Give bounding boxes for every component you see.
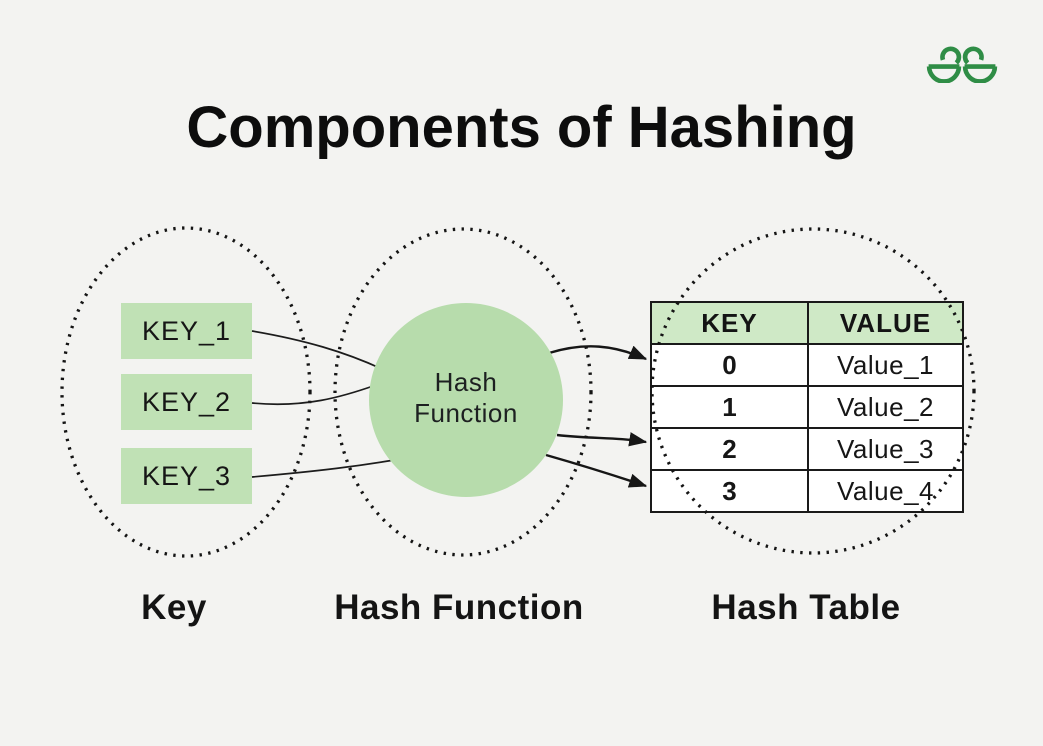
- table-cell-index-2: 2: [650, 427, 809, 471]
- table-cell-value-0: Value_1: [807, 343, 964, 387]
- table-cell-value-1: Value_2: [807, 385, 964, 429]
- logo-right-curl: [962, 46, 984, 65]
- table-row: 2 Value_3: [650, 427, 964, 471]
- geeksforgeeks-logo-icon: [926, 46, 998, 83]
- hash-table-header-value: VALUE: [807, 301, 964, 345]
- table-row: 0 Value_1: [650, 343, 964, 387]
- hash-to-row3-arrow: [545, 453, 648, 488]
- key3-to-hash-line: [251, 458, 401, 478]
- hash-to-row0-arrow: [548, 345, 648, 361]
- table-cell-value-3: Value_4: [807, 469, 964, 513]
- table-row: 1 Value_2: [650, 385, 964, 429]
- table-cell-index-0: 0: [650, 343, 809, 387]
- logo-right-bowl: [962, 66, 998, 83]
- key-box-2-label: KEY_2: [141, 386, 232, 417]
- hash-table-header-row: KEY VALUE: [650, 301, 964, 345]
- caption-key: Key: [141, 588, 207, 627]
- caption-hash-function: Hash Function: [334, 588, 584, 627]
- key-box-1: KEY_1: [121, 303, 252, 359]
- table-cell-value-2: Value_3: [807, 427, 964, 471]
- page-title: Components of Hashing: [186, 95, 857, 160]
- key2-to-hash-line: [251, 384, 377, 406]
- caption-hash-table: Hash Table: [711, 588, 901, 627]
- key-box-3: KEY_3: [121, 448, 252, 504]
- key1-to-hash-line: [251, 330, 383, 370]
- logo-left-curl: [940, 46, 962, 65]
- table-cell-index-1: 1: [650, 385, 809, 429]
- logo-left-bowl: [926, 66, 962, 83]
- key-box-2: KEY_2: [121, 374, 252, 430]
- hash-table-header-key: KEY: [650, 301, 809, 345]
- table-cell-index-3: 3: [650, 469, 809, 513]
- hash-function-label-line1: Hash: [434, 367, 498, 397]
- hash-function-label: Hash Function: [414, 367, 518, 429]
- table-row: 3 Value_4: [650, 469, 964, 513]
- key-box-3-label: KEY_3: [141, 460, 232, 491]
- hash-function-label-line2: Function: [414, 398, 518, 428]
- key-box-1-label: KEY_1: [141, 315, 232, 346]
- hash-table: KEY VALUE 0 Value_1 1 Value_2 2 Value_3 …: [650, 301, 964, 513]
- hash-to-row2-arrow: [556, 432, 648, 447]
